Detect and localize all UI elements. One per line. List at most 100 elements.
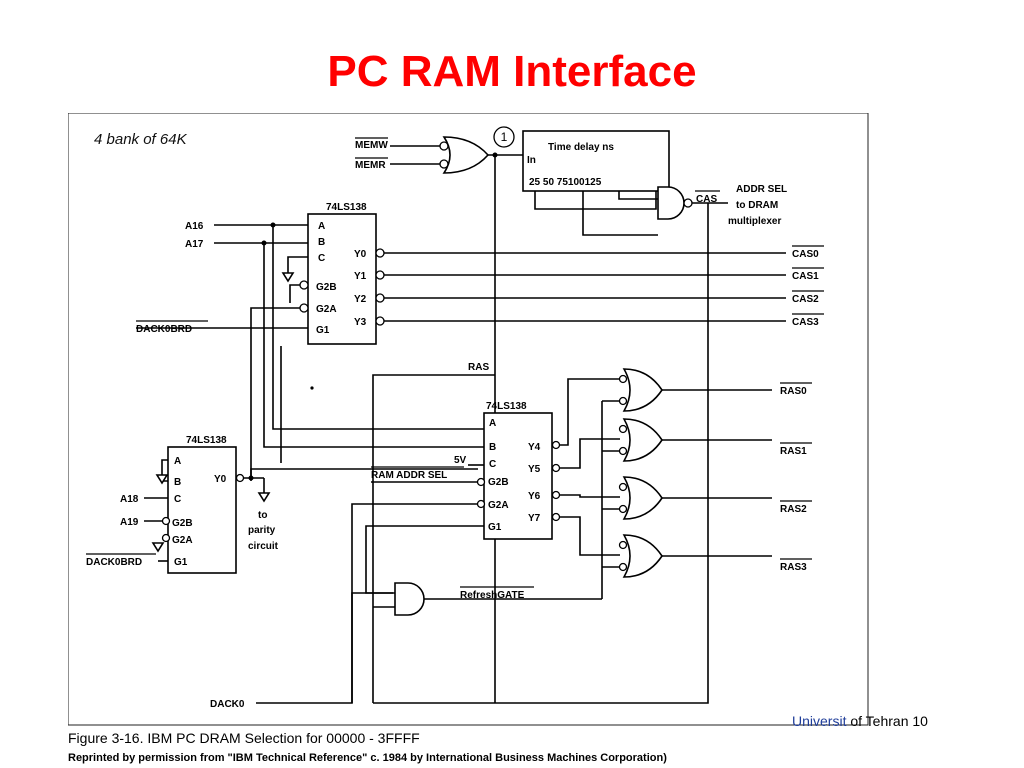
decoder-mid-pin-b: B <box>489 442 496 453</box>
decoder-top-out-y3: Y3 <box>354 317 367 328</box>
dack0brd-bottom-label: DACK0BRD <box>86 557 142 568</box>
parity-arrow <box>257 492 271 503</box>
decoder-top-y0-bubble <box>375 248 385 258</box>
decoder-mid-out-y7: Y7 <box>528 513 541 524</box>
ground-arrow <box>281 272 295 283</box>
time-delay-box <box>522 130 670 192</box>
delay-tap-wire-a <box>534 191 657 210</box>
figure-frame <box>68 113 869 726</box>
cas0-output-label: CAS0 <box>792 249 819 260</box>
cas-label: CAS <box>696 194 717 205</box>
decoder-mid-y5-bubble <box>551 463 561 473</box>
decoder-mid-pin-g1: G1 <box>488 522 502 533</box>
ground-arrow <box>151 542 165 553</box>
decoder-top-g2b-bubble <box>299 280 309 290</box>
g2b-wire <box>289 284 300 303</box>
decoder-mid-pin-g2b: G2B <box>488 477 509 488</box>
decoder-top-out-y1: Y1 <box>354 271 367 282</box>
refresh-and-gate <box>394 582 425 616</box>
g2a-wire <box>250 307 300 481</box>
decoder-mid-pin-g2a: G2A <box>488 500 509 511</box>
decoder-left-out-y0: Y0 <box>214 474 227 485</box>
decoder-top-box <box>307 213 377 345</box>
circle-number: 1 <box>501 130 508 144</box>
decoder-mid-name: 74LS138 <box>486 401 527 412</box>
junction-dot <box>270 222 276 228</box>
footer-university: Universit <box>792 713 847 729</box>
decoder-left-g2b-bubble <box>161 516 171 526</box>
decoder-mid-y7-bubble <box>551 512 561 522</box>
a19-input-label: A19 <box>120 517 139 528</box>
decoder-top-g2a-bubble <box>299 303 309 313</box>
y5-wire <box>560 438 620 469</box>
memr-input-label: MEMR <box>355 160 386 171</box>
parity-label-2: parity <box>248 525 276 536</box>
decoder-top-pin-c: C <box>318 253 325 264</box>
decoder-top-c-wire <box>287 256 308 278</box>
decoder-top-y1-bubble <box>375 270 385 280</box>
circuit-figure: 4 bank of 64K MEMW MEMR 1 Time delay ns … <box>68 113 870 768</box>
decoder-left-pin-b: B <box>174 477 181 488</box>
ras1-output-label: RAS1 <box>780 446 807 457</box>
refresh-gate-label: RefreshGATE <box>460 590 525 601</box>
decoder-left-pin-a: A <box>174 456 181 467</box>
footer-rest: of Tehran 10 <box>850 713 928 729</box>
decoder-top-name: 74LS138 <box>326 202 367 213</box>
footer-credit: Universit of Tehran 10 <box>792 713 928 729</box>
handwritten-note: 4 bank of 64K <box>94 131 188 148</box>
decoder-mid-pin-c: C <box>489 459 496 470</box>
dack0brd-top-label: DACK0BRD <box>136 324 192 335</box>
memw-input-label: MEMW <box>355 140 388 151</box>
decoder-left-y0-bubble <box>235 473 245 483</box>
decoder-top-pin-g1: G1 <box>316 325 330 336</box>
a17-input-label: A17 <box>185 239 204 250</box>
ras-label: RAS <box>468 362 489 373</box>
slide-title: PC RAM Interface <box>327 47 697 96</box>
cas3-output-label: CAS3 <box>792 317 819 328</box>
five-volt-label: 5V <box>454 455 467 466</box>
return-wire <box>373 693 709 704</box>
a16-input-label: A16 <box>185 221 204 232</box>
time-delay-taps: 25 50 75100125 <box>529 177 602 188</box>
decoder-mid-out-y6: Y6 <box>528 491 541 502</box>
addr-sel-nand-gate <box>657 186 685 220</box>
decoder-mid-box <box>483 412 553 540</box>
decoder-mid-y6-bubble <box>551 490 561 500</box>
y7-wire <box>560 516 620 556</box>
stray-dot <box>310 386 314 390</box>
parity-label-1: to <box>258 510 267 521</box>
decoder-left-pin-c: C <box>174 494 181 505</box>
decoder-top-out-y0: Y0 <box>354 249 367 260</box>
decoder-top-y3-bubble <box>375 316 385 326</box>
decoder-mid-y4-bubble <box>551 440 561 450</box>
decoder-left-box <box>167 446 237 574</box>
or-gate <box>442 136 490 174</box>
ras0-gate <box>618 368 663 412</box>
decoder-mid-g2a-bubble <box>476 499 486 509</box>
decoder-left-g2a-bubble <box>161 533 171 543</box>
reprint-note: Reprinted by permission from "IBM Techni… <box>68 752 667 764</box>
parity-label-3: circuit <box>248 541 279 552</box>
junction-dot <box>261 240 267 246</box>
a17-branch-wire <box>263 243 484 448</box>
circle-marker <box>493 126 515 148</box>
ras1-gate <box>618 418 663 462</box>
junction-dot <box>248 475 254 481</box>
decoder-mid-pin-a: A <box>489 418 496 429</box>
ras2-gate <box>618 476 663 520</box>
ras3-gate <box>618 534 663 578</box>
decoder-top-y2-bubble <box>375 293 385 303</box>
a18-input-label: A18 <box>120 494 139 505</box>
ras0-output-label: RAS0 <box>780 386 807 397</box>
decoder-top-out-y2: Y2 <box>354 294 367 305</box>
decoder-left-ab-tie <box>161 459 168 482</box>
dack0-input-label: DACK0 <box>210 699 245 710</box>
cas1-output-label: CAS1 <box>792 271 819 282</box>
dram-selection-schematic: 4 bank of 64K MEMW MEMR 1 Time delay ns … <box>68 113 870 768</box>
ras3-output-label: RAS3 <box>780 562 807 573</box>
decoder-mid-out-y4: Y4 <box>528 442 541 453</box>
y4-wire <box>560 378 620 446</box>
decoder-top-pin-g2b: G2B <box>316 282 337 293</box>
y0-to-ram-sel <box>250 468 478 478</box>
decoder-mid-g2b-bubble <box>476 477 486 487</box>
